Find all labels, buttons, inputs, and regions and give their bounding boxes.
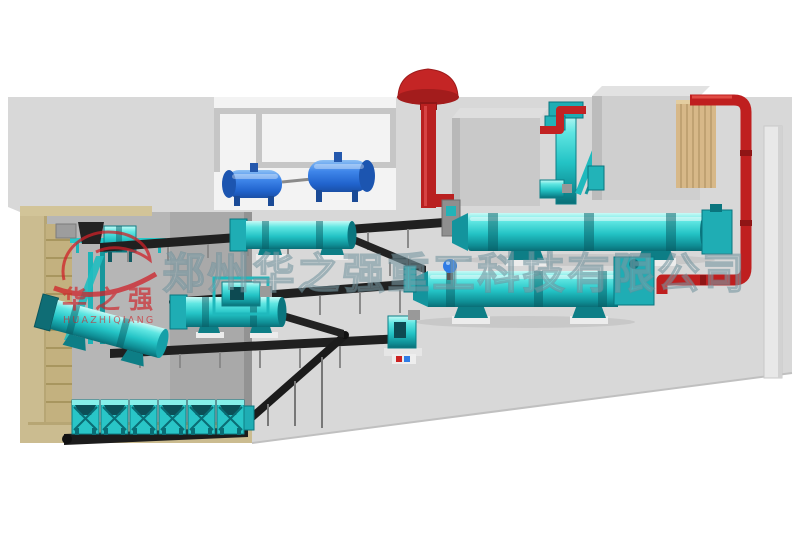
logo-swoosh-icon bbox=[53, 271, 158, 297]
batching-hopper-row bbox=[62, 399, 255, 445]
logo-mark-icon bbox=[61, 230, 152, 281]
storage-tank-2 bbox=[281, 152, 375, 202]
conveyor-incline bbox=[244, 331, 349, 428]
red-pipe-network bbox=[540, 94, 752, 294]
rotary-drum-coater bbox=[169, 294, 287, 338]
rotary-drum-granulator bbox=[403, 256, 655, 328]
watermark-company-text: 郑州华之强重工科技有限公司 bbox=[162, 249, 747, 298]
packing-machine bbox=[384, 310, 422, 364]
exhaust-stack bbox=[397, 68, 459, 208]
conveyor-short-upper bbox=[352, 235, 426, 276]
cage-mill-crusher bbox=[212, 276, 272, 316]
watermark-logo: 华之强 HUAZHIQIANG bbox=[53, 230, 161, 326]
storage-tank-1 bbox=[222, 163, 282, 206]
logo-cn-text: 华之强 bbox=[62, 285, 161, 314]
timber-silo-structure bbox=[676, 100, 716, 188]
rotary-drum-mixer bbox=[229, 218, 357, 260]
plant-building-1 bbox=[452, 108, 548, 206]
conveyor-short-lower bbox=[280, 311, 344, 338]
rotary-drum-dryer bbox=[441, 199, 733, 266]
rotary-drum-pit bbox=[33, 293, 169, 367]
watermark: 郑州华之强重工科技有限公司 华之强 HUAZHIQIANG bbox=[53, 230, 747, 326]
logo-en-text: HUAZHIQIANG bbox=[63, 315, 156, 326]
wall-column bbox=[763, 125, 783, 379]
